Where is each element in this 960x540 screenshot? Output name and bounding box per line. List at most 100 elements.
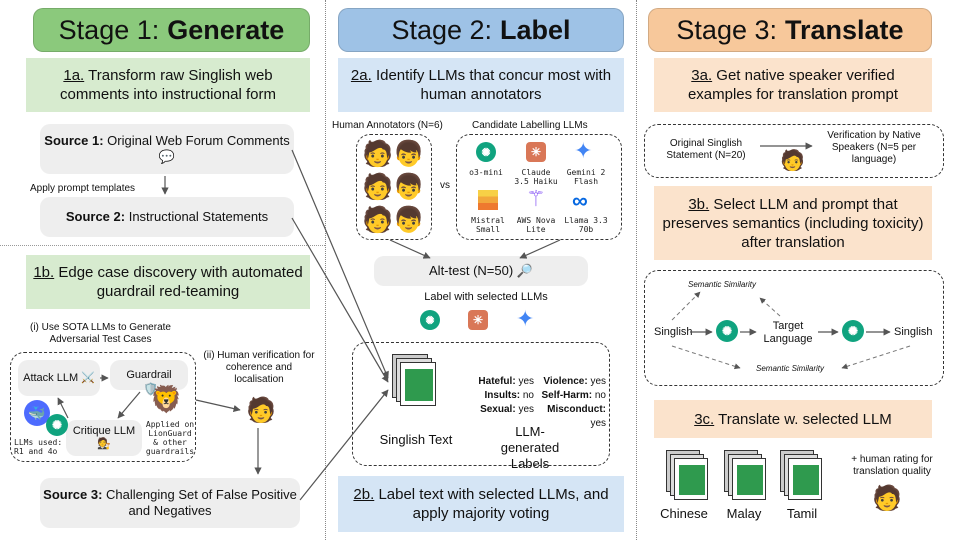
step-i-label: (i) Use SOTA LLMs to Generate Adversaria… [30, 322, 171, 345]
verification-box [644, 124, 944, 178]
stage3a-box: 3a. Get native speaker verified examples… [654, 58, 932, 112]
gemini-icon: ✦ [574, 138, 593, 163]
model-name: o3-mini [469, 168, 503, 177]
stage1a-box: 1a. Transform raw Singlish web comments … [26, 58, 310, 112]
singlish-source-label: Singlish [654, 326, 693, 338]
step-ii-label: (ii) Human verification for coherence an… [203, 350, 315, 385]
claude-icon: ✳ [526, 142, 546, 162]
source1-text: Original Web Forum Comments 💬 [107, 133, 290, 164]
source1-box: Source 1: Original Web Forum Comments 💬 [40, 124, 294, 174]
stage1-divider [0, 245, 325, 246]
shield-icon: 🛡️ [143, 382, 158, 396]
singlish-back-label: Singlish [894, 326, 933, 338]
stage1a-tag: 1a. [63, 67, 85, 84]
attack-llm-label: Attack LLM ⚔️ [23, 371, 95, 384]
label-key: Sexual: [480, 404, 516, 415]
label-key: Self-Harm: [541, 390, 593, 401]
label-key: Insults: [484, 390, 521, 401]
stage2-title-prefix: Stage 2: [391, 14, 493, 45]
label-value: no [594, 390, 606, 401]
lion-mascot-icon: 🦁 [150, 384, 183, 414]
person-icon: 🧑 [780, 150, 805, 172]
source3-label: Source 3: [43, 487, 103, 502]
target-language-label: Target Language [763, 320, 813, 345]
label-with-selected-label: Label with selected LLMs [424, 291, 548, 303]
alt-test-box: Alt-test (N=50) 🔎 [374, 256, 588, 286]
stage1a-text: Transform raw Singlish web comments into… [60, 67, 276, 103]
stage3c-text: Translate w. selected LLM [718, 410, 892, 428]
openai-icon: ✺ [420, 310, 440, 330]
candidate-llms-label: Candidate Labelling LLMs [472, 120, 588, 131]
stage3c-tag: 3c. [694, 410, 715, 428]
critique-llm-box: Critique LLM 🧑‍⚖️ [66, 420, 142, 456]
label-key: Hateful: [478, 376, 516, 387]
verification-label: Verification by Native Speakers (N=5 per… [827, 130, 921, 165]
source2-box: Source 2: Instructional Statements [40, 197, 294, 237]
llms-used-label: LLMs used: R1 and 4o [14, 438, 63, 456]
column-divider-2 [636, 0, 637, 540]
label-key: Misconduct: [547, 404, 606, 415]
label-value: yes [518, 404, 534, 415]
model-name: AWS Nova Lite [516, 216, 556, 234]
stage3c-box: 3c. Translate w. selected LLM [654, 400, 932, 438]
stage2-title: Label [500, 14, 571, 45]
stage2a-box: 2a. Identify LLMs that concur most with … [338, 58, 624, 112]
stage1b-box: 1b. Edge case discovery with automated g… [26, 255, 310, 309]
claude-icon: ✳ [468, 310, 488, 330]
human-annotators-label: Human Annotators (N=6) [332, 120, 443, 131]
semantic-similarity-top: Semantic Similarity [688, 280, 757, 289]
stage2a-text: Identify LLMs that concur most with huma… [375, 67, 612, 103]
person-icon: 🧑 [872, 485, 902, 512]
openai-icon: ✺ [716, 320, 738, 342]
stage3b-tag: 3b. [688, 195, 710, 213]
person-icon: 🧑 [246, 397, 276, 424]
red-team-loop-container [10, 352, 196, 462]
stage3-header: Stage 3: Translate [648, 8, 932, 52]
deepseek-icon: 🐳 [24, 400, 50, 426]
critique-llm-label: Critique LLM 🧑‍⚖️ [72, 425, 136, 450]
document-stack-icon [780, 450, 824, 500]
stage3a-tag: 3a. [691, 67, 713, 84]
label-value: yes [590, 376, 606, 387]
label-key: Violence: [543, 376, 588, 387]
stage1-header: Stage 1: Generate [33, 8, 310, 52]
language-chinese: Chinese [660, 506, 708, 521]
annotator-faces: 🧑👦🧑👦🧑👦 [362, 140, 425, 234]
openai-icon: ✺ [476, 142, 496, 162]
label-value: yes [590, 418, 606, 429]
column-divider-1 [325, 0, 326, 540]
stage3b-text: Select LLM and prompt that preserves sem… [662, 195, 924, 251]
language-tamil: Tamil [786, 506, 818, 521]
llm-generated-labels-text: LLM-generated Labels [500, 424, 560, 471]
stage2a-tag: 2a. [350, 67, 372, 84]
stage3b-box: 3b. Select LLM and prompt that preserves… [654, 186, 932, 260]
alt-test-label: Alt-test (N=50) 🔎 [429, 263, 533, 278]
gemini-icon: ✦ [516, 306, 535, 331]
stage3-title-prefix: Stage 3: [676, 14, 777, 45]
singlish-text-label: Singlish Text [379, 432, 453, 447]
stage1-title-prefix: Stage 1: [58, 14, 160, 45]
mistral-icon [478, 190, 498, 210]
openai-icon: ✺ [46, 414, 68, 436]
stage2-header: Stage 2: Label [338, 8, 624, 52]
document-stack-icon [392, 354, 436, 406]
label-value: yes [518, 376, 534, 387]
original-singlish-label: Original Singlish Statement (N=20) [666, 138, 746, 161]
applied-on-label: Applied on LionGuard & other guardrails [145, 420, 195, 456]
source2-label: Source 2: [65, 209, 126, 224]
source3-box: Source 3: Challenging Set of False Posit… [40, 478, 300, 528]
source3-text: Challenging Set of False Positive and Ne… [106, 487, 297, 518]
labels-column-left: Hateful: yes Insults: no Sexual: yes [466, 375, 534, 417]
apply-templates-label: Apply prompt templates [30, 183, 136, 194]
source2-text: Instructional Statements [128, 209, 269, 224]
model-name: Gemini 2 Flash [566, 168, 606, 186]
stage2b-box: 2b. Label text with selected LLMs, and a… [338, 476, 624, 532]
model-name: Mistral Small [471, 216, 505, 234]
guardrail-label: Guardrail [126, 369, 172, 381]
stage3a-text: Get native speaker verified examples for… [687, 67, 899, 103]
labels-column-right: Violence: yes Self-Harm: no Misconduct: … [530, 375, 606, 431]
stage1b-tag: 1b. [33, 264, 55, 281]
openai-icon: ✺ [842, 320, 864, 342]
label-value: no [522, 390, 534, 401]
source1-label: Source 1: [44, 133, 104, 148]
